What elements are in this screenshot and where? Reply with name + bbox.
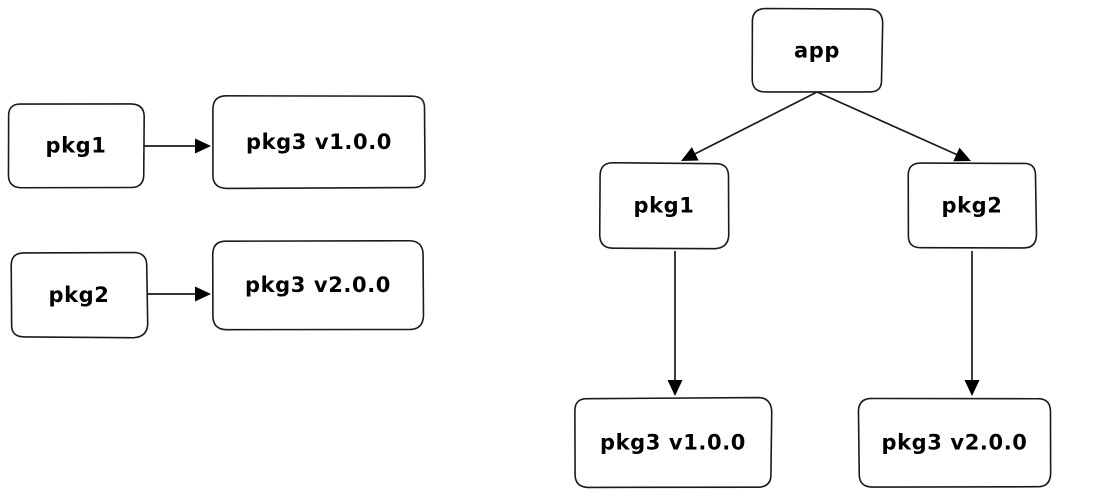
node-shape (907, 162, 1038, 249)
node-shape (751, 7, 884, 93)
edge-l-pkg1-to-l-pkg3v1 (144, 138, 211, 154)
node-r-pkg1[interactable]: pkg1 (598, 161, 730, 250)
node-r-pkg3v1[interactable]: pkg3 v1.0.0 (574, 396, 773, 489)
node-label: pkg3 v2.0.0 (245, 273, 391, 297)
node-label: app (794, 39, 840, 63)
edge-l-pkg2-to-l-pkg3v2 (148, 286, 211, 302)
arrowhead-icon (681, 147, 699, 161)
node-label: pkg2 (941, 194, 1002, 218)
node-shape (857, 397, 1052, 488)
right-diagram-nodes: app pkg1 pkg2 pkg3 v1.0.0 pkg3 v2.0.0 (574, 7, 1052, 489)
node-r-pkg2[interactable]: pkg2 (907, 162, 1038, 249)
node-shape (10, 251, 149, 339)
node-r-app[interactable]: app (751, 7, 884, 93)
node-shape (211, 239, 425, 331)
node-label: pkg1 (633, 194, 694, 218)
edge-r-app-to-r-pkg1 (681, 91, 818, 161)
node-shape (212, 95, 426, 190)
node-r-pkg3v2[interactable]: pkg3 v2.0.0 (857, 397, 1052, 488)
edge-r-app-to-r-pkg2 (816, 91, 971, 162)
arrowhead-icon (667, 380, 683, 396)
edge-line (693, 91, 818, 156)
node-label: pkg2 (48, 283, 109, 307)
node-label: pkg3 v2.0.0 (881, 431, 1027, 455)
node-l-pkg3v2[interactable]: pkg3 v2.0.0 (211, 239, 425, 331)
node-l-pkg1[interactable]: pkg1 (7, 103, 145, 189)
arrowhead-icon (195, 286, 211, 302)
node-label: pkg1 (45, 134, 106, 158)
arrowhead-icon (195, 138, 211, 154)
node-shape (7, 103, 145, 189)
left-diagram-edges (144, 138, 211, 302)
edge-r-pkg2-to-r-pkg3v2 (964, 251, 980, 396)
arrowhead-icon (953, 147, 971, 162)
node-l-pkg3v1[interactable]: pkg3 v1.0.0 (212, 95, 426, 190)
node-label: pkg3 v1.0.0 (600, 431, 746, 455)
node-label: pkg3 v1.0.0 (246, 130, 392, 154)
edge-r-pkg1-to-r-pkg3v1 (667, 251, 683, 396)
node-l-pkg2[interactable]: pkg2 (10, 251, 149, 339)
node-shape (598, 161, 730, 250)
edges-layer (144, 91, 980, 396)
edge-line (816, 91, 959, 157)
left-diagram-nodes: pkg1 pkg3 v1.0.0 pkg2 pkg3 v2.0.0 (7, 95, 426, 339)
node-shape (574, 396, 773, 489)
arrowhead-icon (964, 380, 980, 396)
right-diagram-edges (667, 91, 980, 396)
